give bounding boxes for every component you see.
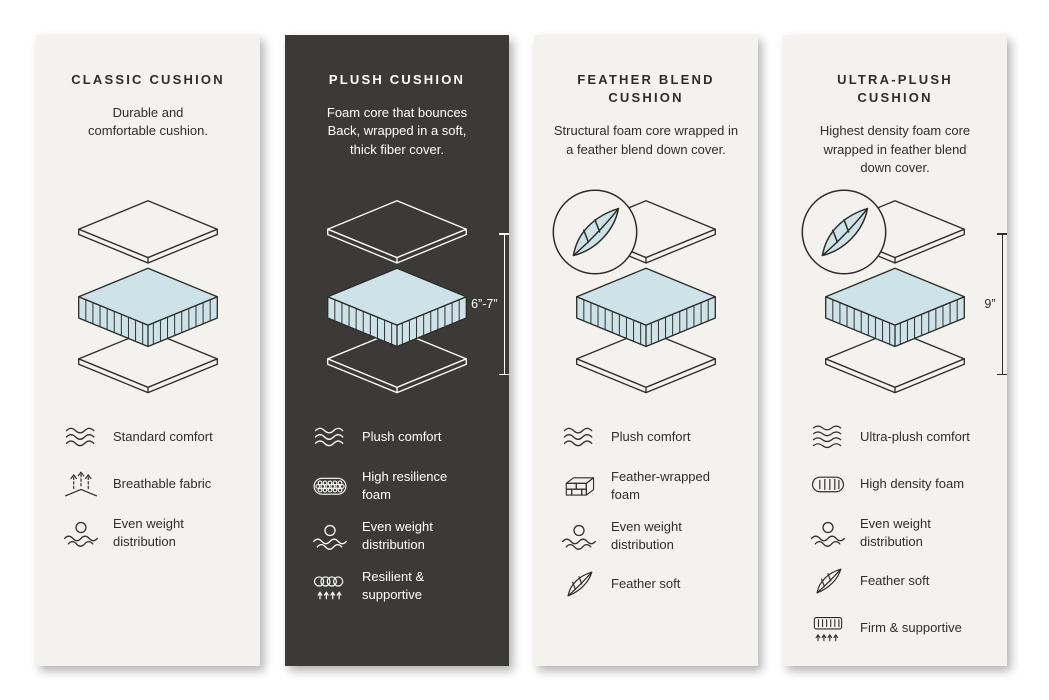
cushion-stack-drawing <box>68 199 228 398</box>
feather-badge-icon <box>799 187 889 277</box>
even-weight-icon <box>310 520 350 552</box>
card-description: Highest density foam core wrapped in fea… <box>819 123 971 175</box>
feature-list: Plush comfort High resilience foam Even … <box>302 421 492 603</box>
feature-label: Feather soft <box>611 576 681 592</box>
feature-label: High density foam <box>860 476 965 492</box>
feature-row: Plush comfort <box>559 421 741 453</box>
waves-comfort-icon <box>61 421 101 453</box>
feature-row: Even weight distribution <box>559 518 741 553</box>
feature-row: High resilience foam <box>310 468 492 503</box>
waves-comfort-icon <box>559 421 599 453</box>
cushion-layers-illustration: 6”-7” <box>317 199 508 399</box>
height-dimension: 6”-7” <box>471 233 508 375</box>
height-label: 9” <box>984 297 996 311</box>
card-header: PLUSH CUSHION Foam core that bounces Bac… <box>302 71 492 197</box>
feature-label: Plush comfort <box>611 429 691 445</box>
cushion-layers-illustration <box>68 199 228 399</box>
card-description: Durable and comfortable cushion. <box>88 105 208 139</box>
feature-label: Even weight distribution <box>113 516 184 549</box>
feature-label: Ultra-plush comfort <box>860 429 970 445</box>
feature-label: Even weight distribution <box>362 519 433 552</box>
card-header: CLASSIC CUSHION Durable and comfortable … <box>53 71 243 197</box>
feature-label: Feather-wrapped foam <box>611 469 710 502</box>
feature-row: Even weight distribution <box>808 515 990 550</box>
dimension-line <box>500 233 508 375</box>
feature-list: Standard comfort Breathable fabric Even … <box>53 421 243 550</box>
brick-foam-icon <box>559 470 599 502</box>
feature-row: Feather soft <box>559 568 741 600</box>
feature-row: Plush comfort <box>310 421 492 453</box>
card-header: ULTRA-PLUSH CUSHION Highest density foam… <box>800 71 990 197</box>
card-title: FEATHER BLEND CUSHION <box>577 72 715 106</box>
dimension-line <box>998 233 1006 375</box>
card-title: CLASSIC CUSHION <box>71 72 225 87</box>
cushion-layers-illustration: 9” <box>815 199 1006 399</box>
feature-label: Firm & supportive <box>860 620 962 636</box>
cushion-layers-illustration <box>566 199 726 399</box>
firm-support-icon <box>808 612 848 644</box>
breathable-fabric-icon <box>61 468 101 500</box>
card-description: Structural foam core wrapped in a feathe… <box>553 123 739 157</box>
feature-list: Plush comfort Feather-wrapped foam Even … <box>551 421 741 600</box>
height-dimension: 9” <box>984 233 1006 375</box>
feature-label: Even weight distribution <box>860 516 931 549</box>
card-header: FEATHER BLEND CUSHION Structural foam co… <box>551 71 741 197</box>
feather-icon <box>808 565 848 597</box>
card-title: PLUSH CUSHION <box>328 72 466 87</box>
card-description: Foam core that bounces Back, wrapped in … <box>326 105 468 157</box>
feature-row: Resilient & supportive <box>310 568 492 603</box>
card-plush-cushion: PLUSH CUSHION Foam core that bounces Bac… <box>285 35 509 666</box>
waves-comfort-icon <box>310 421 350 453</box>
feather-icon <box>559 568 599 600</box>
honeycomb-foam-icon <box>310 470 350 502</box>
feature-label: Breathable fabric <box>113 476 212 492</box>
even-weight-icon <box>61 517 101 549</box>
waves-comfort-icon <box>808 421 848 453</box>
feature-label: Even weight distribution <box>611 519 682 552</box>
height-label: 6”-7” <box>471 297 498 311</box>
density-foam-icon <box>808 468 848 500</box>
feature-row: Feather soft <box>808 565 990 597</box>
feature-row: Standard comfort <box>61 421 243 453</box>
cushion-comparison-board: CLASSIC CUSHION Durable and comfortable … <box>36 35 1007 666</box>
even-weight-icon <box>808 517 848 549</box>
spring-support-icon <box>310 570 350 602</box>
feather-badge-icon <box>550 187 640 277</box>
cushion-stack-drawing <box>317 199 477 398</box>
feature-row: Ultra-plush comfort <box>808 421 990 453</box>
card-feather-blend-cushion: FEATHER BLEND CUSHION Structural foam co… <box>534 35 758 666</box>
feature-row: Firm & supportive <box>808 612 990 644</box>
feature-label: High resilience foam <box>362 469 448 502</box>
feature-label: Resilient & supportive <box>362 569 425 602</box>
feature-row: Breathable fabric <box>61 468 243 500</box>
feature-list: Ultra-plush comfort High density foam Ev… <box>800 421 990 644</box>
even-weight-icon <box>559 520 599 552</box>
feature-label: Standard comfort <box>113 429 213 445</box>
feature-row: Feather-wrapped foam <box>559 468 741 503</box>
card-classic-cushion: CLASSIC CUSHION Durable and comfortable … <box>36 35 260 666</box>
feature-row: High density foam <box>808 468 990 500</box>
card-ultra-plush-cushion: ULTRA-PLUSH CUSHION Highest density foam… <box>783 35 1007 666</box>
feature-label: Feather soft <box>860 573 930 589</box>
feature-row: Even weight distribution <box>61 515 243 550</box>
feature-label: Plush comfort <box>362 429 442 445</box>
card-title: ULTRA-PLUSH CUSHION <box>837 72 953 106</box>
feature-row: Even weight distribution <box>310 518 492 553</box>
